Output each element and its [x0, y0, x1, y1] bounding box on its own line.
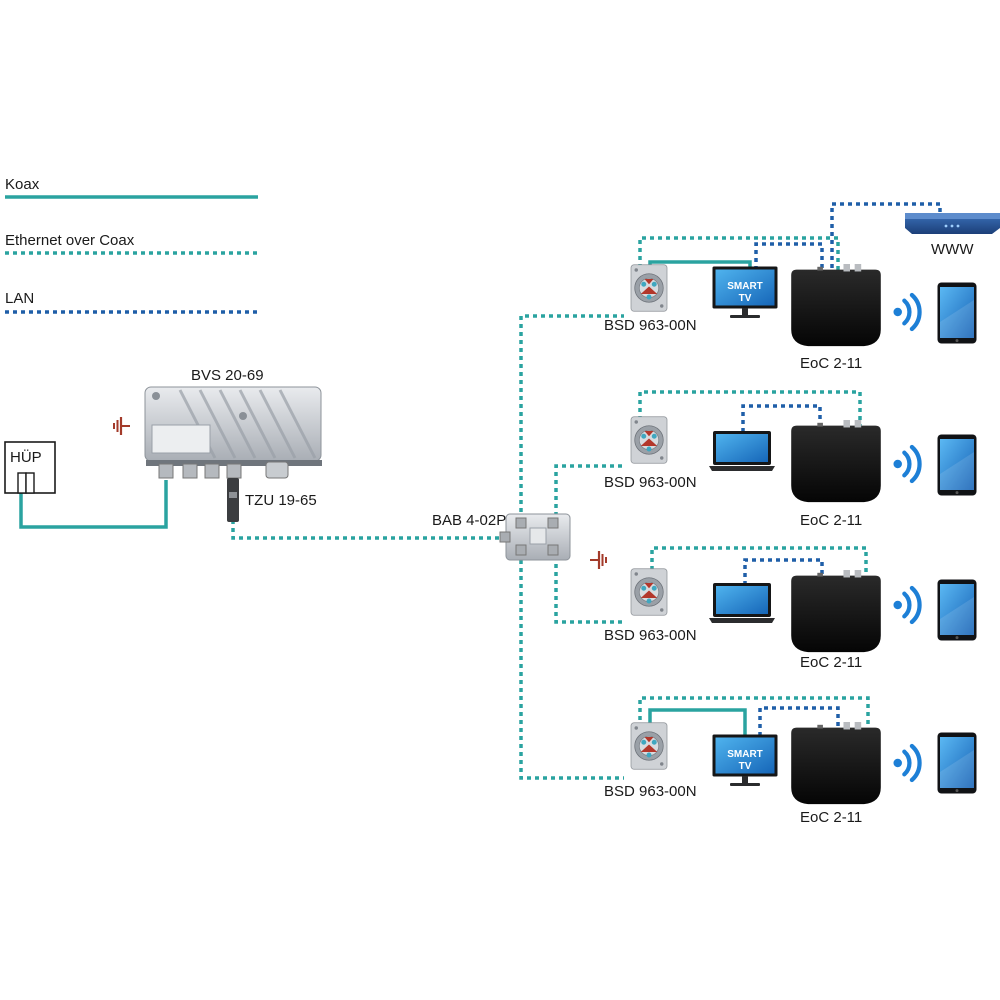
tablet-icon	[937, 282, 977, 344]
socket-label: BSD 963-00N	[604, 474, 697, 491]
laptop-icon	[709, 431, 775, 471]
eoc-cable-row2	[554, 464, 624, 524]
lan-cable-row1-router	[830, 202, 942, 276]
legend-lan-label: LAN	[5, 290, 34, 307]
hup-label: HÜP	[10, 448, 42, 466]
legend-koax-label: Koax	[5, 176, 40, 193]
eoc-cable-row4	[519, 560, 624, 780]
socket-icon	[630, 722, 668, 770]
socket-icon	[630, 264, 668, 312]
socket-label: BSD 963-00N	[604, 783, 697, 800]
tv-text-line1: SMART	[727, 749, 763, 760]
row-2: BSD 963-00N EoC 2-11	[604, 416, 977, 529]
tv-text-line2: TV	[739, 761, 752, 772]
lan-cable-row1-tv	[754, 242, 824, 276]
tv-text-line2: TV	[739, 293, 752, 304]
row-3: BSD 963-00N EoC 2-11	[604, 568, 977, 671]
hup-box: HÜP	[4, 441, 56, 494]
lan-cable-row2-laptop	[741, 404, 822, 432]
router: WWW	[905, 213, 1000, 258]
eoc-cable-row3	[554, 548, 624, 624]
socket-label: BSD 963-00N	[604, 627, 697, 644]
wifi-icon	[893, 444, 927, 484]
eoc-adapter-icon	[791, 264, 881, 347]
socket-icon	[630, 568, 668, 616]
wifi-icon	[893, 585, 927, 625]
eoc-cable-row1-adapter	[638, 236, 840, 276]
legend: Koax Ethernet over Coax LAN	[5, 176, 258, 314]
tablet-icon	[937, 579, 977, 641]
adapter-label: EoC 2-11	[800, 355, 862, 372]
tv-text-line1: SMART	[727, 281, 763, 292]
ground-icon	[588, 549, 608, 571]
splitter: BAB 4-02P	[432, 512, 608, 571]
eoc-adapter-icon	[791, 420, 881, 503]
eoc-cable-amp-splitter	[231, 520, 510, 540]
amplifier: BVS 20-69	[112, 367, 322, 479]
socket-icon	[630, 416, 668, 464]
router-label: WWW	[931, 241, 974, 258]
eoc-cable-row1	[519, 314, 624, 536]
eoc-cable-row3-adapter	[650, 546, 868, 578]
filter-tzu: TZU 19-65	[227, 478, 317, 522]
tablet-icon	[937, 434, 977, 496]
eoc-adapter-icon	[791, 722, 881, 805]
eoc-cable-row4-adapter	[638, 696, 870, 730]
eoc-adapter-icon	[791, 570, 881, 653]
row-4: BSD 963-00N SMART TV EoC 2-11	[604, 722, 977, 826]
socket-label: BSD 963-00N	[604, 317, 697, 334]
tablet-icon	[937, 732, 977, 794]
row-1: BSD 963-00N SMART TV EoC 2-11	[604, 264, 977, 372]
laptop-icon	[709, 583, 775, 623]
filter-label: TZU 19-65	[245, 492, 317, 509]
legend-eoc-label: Ethernet over Coax	[5, 232, 135, 249]
wifi-icon	[893, 743, 927, 783]
koax-cable-hup-amp	[19, 480, 168, 529]
adapter-label: EoC 2-11	[800, 512, 862, 529]
wifi-icon	[893, 292, 927, 332]
splitter-label: BAB 4-02P	[432, 512, 506, 529]
cables	[19, 202, 942, 780]
eoc-cable-row2-adapter	[638, 390, 862, 430]
amplifier-label: BVS 20-69	[191, 367, 264, 384]
adapter-label: EoC 2-11	[800, 654, 862, 671]
lan-cable-row4-tv	[758, 706, 840, 736]
ground-icon	[112, 415, 132, 437]
adapter-label: EoC 2-11	[800, 809, 862, 826]
